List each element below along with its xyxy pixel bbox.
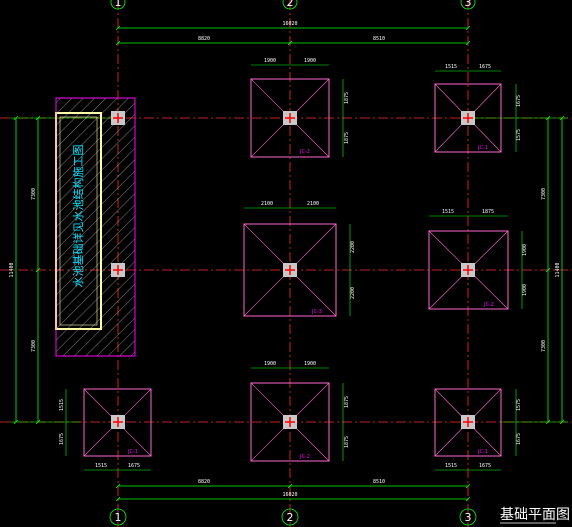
- footing-mid-right: JC-2 1515 1875 1900 1900: [428, 209, 528, 310]
- footing-tag: JC-3: [311, 309, 322, 315]
- footing-tag: JC-1: [477, 449, 488, 455]
- dim: 1900: [264, 361, 276, 367]
- dim: 1875: [344, 436, 350, 448]
- drawing-title: 基础平面图: [500, 506, 570, 523]
- dim: 2200: [350, 287, 356, 299]
- top-dimension-chain: [115, 25, 471, 46]
- bottom-dimension-chain: [115, 483, 471, 502]
- dim: 1875: [344, 92, 350, 104]
- dim: 1875: [482, 209, 494, 215]
- footing-tag: JC-2: [299, 149, 310, 155]
- dim: 1900: [522, 284, 528, 296]
- dim-left-span-2: 7300: [31, 340, 37, 352]
- axis-bubbles-bottom: 1 2 3: [109, 508, 477, 526]
- axis-label-bottom-3: 3: [465, 511, 472, 524]
- pool-column-markers: [111, 111, 125, 277]
- dim: 1575: [516, 399, 522, 411]
- left-dimension-chain: [10, 115, 118, 425]
- axis-label-top-3: 3: [465, 0, 472, 9]
- pool-note: 水池基础详见水池结构施工图: [71, 145, 85, 288]
- footing-center: JC-3 2100 2100 2200 2200: [243, 201, 356, 317]
- dim-right-span-1: 7300: [541, 188, 547, 200]
- dim-top-span-2: 8510: [373, 36, 385, 42]
- right-dimension-chain: [468, 115, 568, 425]
- dim: 1515: [445, 64, 457, 70]
- dim-left-total: 11400: [9, 262, 15, 277]
- dim: 1515: [442, 209, 454, 215]
- dim: 1675: [479, 463, 491, 469]
- dim: 1875: [344, 132, 350, 144]
- dim: 1900: [304, 361, 316, 367]
- dim: 1515: [445, 463, 457, 469]
- axis-label-top-1: 1: [115, 0, 122, 9]
- dim: 1875: [344, 396, 350, 408]
- dim-top-total: 16020: [282, 21, 297, 27]
- footing-top-mid: JC-2 1900 1900 1875 1875: [250, 58, 350, 158]
- axis-label-top-2: 2: [287, 0, 294, 9]
- dim: 1675: [516, 433, 522, 445]
- dim-bottom-total: 16020: [282, 492, 297, 498]
- dim: 1900: [522, 244, 528, 256]
- dim: 1515: [95, 463, 107, 469]
- footing-tag: JC-2: [299, 454, 310, 460]
- footing-bottom-right: JC-1 1515 1675 1575 1675: [434, 388, 522, 471]
- axis-bubbles-top: 1 2 3: [110, 0, 476, 10]
- dim-left-span-1: 7300: [31, 188, 37, 200]
- pool-foundation: 水池基础详见水池结构施工图: [55, 97, 136, 357]
- dim: 1675: [128, 463, 140, 469]
- dim-right-span-2: 7300: [541, 340, 547, 352]
- footing-tag: JC-1: [127, 449, 138, 455]
- footing-bottom-mid: JC-2 1900 1900 1875 1875: [250, 361, 350, 462]
- dim-top-span-1: 8820: [198, 36, 210, 42]
- dim-bottom-span-2: 8510: [373, 479, 385, 485]
- footing-tag: JC-2: [483, 302, 494, 308]
- axis-label-bottom-1: 1: [115, 511, 122, 524]
- dim: 1675: [479, 64, 491, 70]
- footing-top-right: JC-1 1515 1675 1675 1575: [434, 64, 522, 153]
- axis-label-bottom-2: 2: [287, 511, 294, 524]
- dim: 1515: [59, 399, 65, 411]
- dim: 1675: [59, 433, 65, 445]
- dim: 1575: [516, 129, 522, 141]
- footing-bottom-left: JC-1 1515 1675 1515 1675: [59, 388, 152, 471]
- dim: 1900: [304, 58, 316, 64]
- dim: 2200: [350, 241, 356, 253]
- dim: 1675: [516, 95, 522, 107]
- footing-tag: JC-1: [477, 145, 488, 151]
- dim: 1900: [264, 58, 276, 64]
- dim: 2100: [261, 201, 273, 207]
- dim: 2100: [307, 201, 319, 207]
- dim-bottom-span-1: 8820: [198, 479, 210, 485]
- dim-right-total: 11400: [555, 262, 561, 277]
